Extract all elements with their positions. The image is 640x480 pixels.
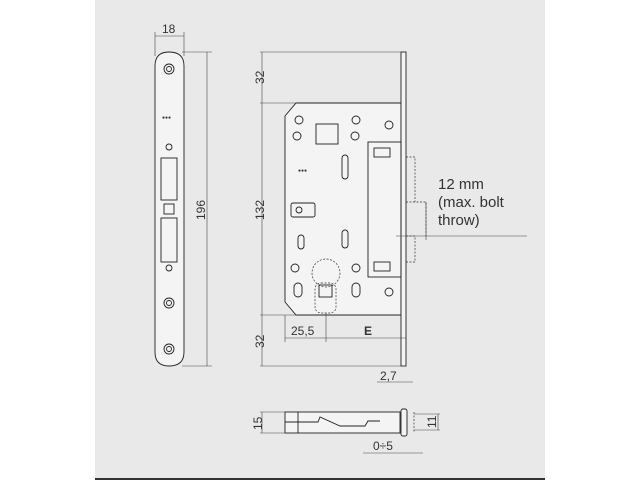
dim-faceplate-length: 196 [194,200,208,220]
bolt-top-view: 15 11 0÷5 [251,408,440,454]
dim-bottom-offset: 32 [253,334,267,348]
faceplate-view: ●●● 18 196 [154,22,212,367]
dim-backset-to-spindle: 25,5 [291,324,315,338]
dim-backset: E [364,324,372,338]
dim-faceplate-thickness: 2,7 [380,369,397,383]
dim-faceplate-width: 18 [162,22,176,36]
bolt-throw-note-1: 12 mm [438,176,484,193]
brand-logo: ●●● [162,115,171,121]
bolt-throw-note-3: throw) [438,212,480,229]
lock-body-view: ●●● 32 132 32 25,5 E 2,7 12 mm (max. bol… [253,51,527,383]
bolt-throw-note-2: (max. bolt [438,194,505,211]
dim-top-offset: 32 [253,70,267,84]
dim-bolt-inner: 11 [425,415,439,428]
dim-bolt-adjust: 0÷5 [373,439,393,453]
dim-bolt-height: 15 [251,416,265,430]
dim-body-height: 132 [253,200,267,220]
brand-logo: ●●● [298,168,307,174]
